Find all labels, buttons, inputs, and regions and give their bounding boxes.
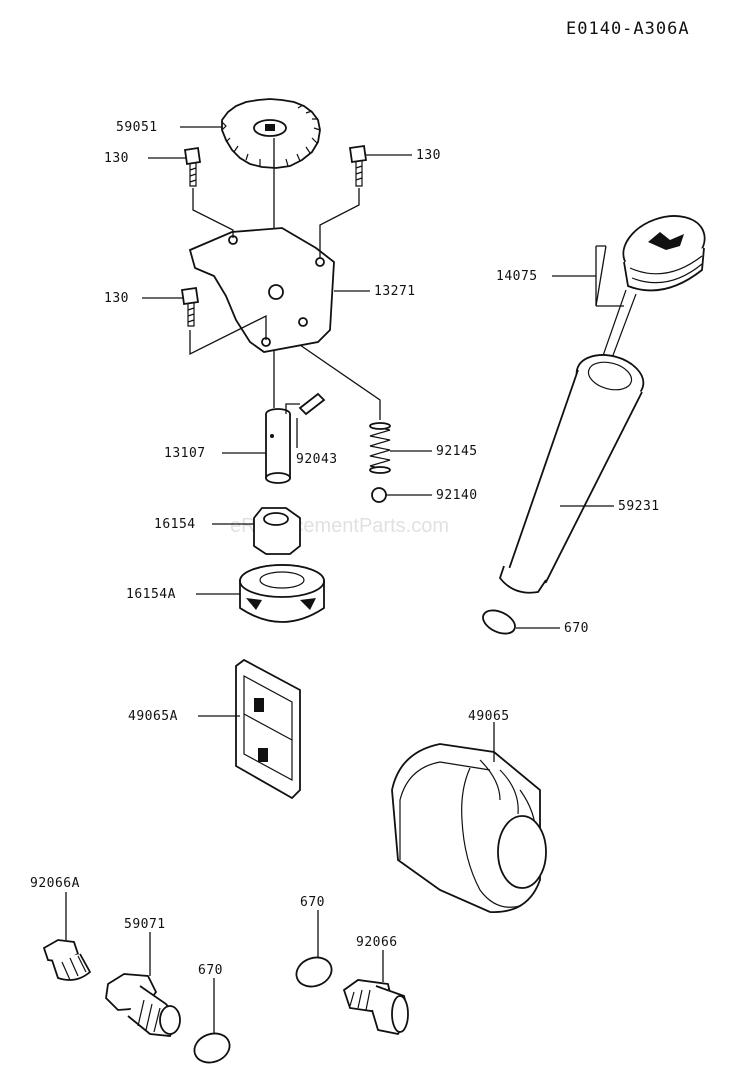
part-14075-dipstick[interactable] <box>597 205 713 375</box>
part-13271-plate[interactable] <box>188 227 335 353</box>
part-92066A-plug[interactable] <box>42 939 92 981</box>
part-92066-plug[interactable] <box>342 979 409 1036</box>
part-59051-gear[interactable] <box>221 98 321 169</box>
label-670-middle: 670 <box>300 895 325 910</box>
part-92140-ball[interactable] <box>371 487 387 503</box>
part-130-bolt-top-right[interactable] <box>348 144 368 187</box>
label-59071: 59071 <box>124 917 166 932</box>
part-59231-oil-tube[interactable] <box>498 348 649 594</box>
part-670-oring-bottom[interactable] <box>190 1029 233 1068</box>
part-49065-oil-filter[interactable] <box>391 743 547 913</box>
label-14075: 14075 <box>496 269 538 284</box>
diagram-code: E0140-A306A <box>566 19 690 39</box>
label-92145: 92145 <box>436 444 478 459</box>
part-13107-shaft[interactable] <box>265 408 291 484</box>
label-130-left: 130 <box>104 291 129 306</box>
part-16154-inner-rotor[interactable] <box>253 507 301 555</box>
part-92145-spring[interactable] <box>369 422 391 474</box>
part-92043-pin[interactable] <box>298 392 326 416</box>
label-59051: 59051 <box>116 120 158 135</box>
label-16154A: 16154A <box>126 587 176 602</box>
part-670-oring-middle[interactable] <box>292 953 335 992</box>
label-92140: 92140 <box>436 488 478 503</box>
label-49065: 49065 <box>468 709 510 724</box>
part-130-bolt-left[interactable] <box>180 286 200 327</box>
part-59071-fitting[interactable] <box>105 973 181 1037</box>
label-130-top-right: 130 <box>416 148 441 163</box>
label-49065A: 49065A <box>128 709 178 724</box>
label-16154: 16154 <box>154 517 196 532</box>
part-130-bolt-top-left[interactable] <box>183 146 202 187</box>
label-670-bottom: 670 <box>198 963 223 978</box>
label-92066: 92066 <box>356 935 398 950</box>
part-670-oring-right[interactable] <box>479 606 518 638</box>
label-59231: 59231 <box>618 499 660 514</box>
label-13107: 13107 <box>164 446 206 461</box>
part-16154A-outer-rotor[interactable] <box>239 564 325 623</box>
label-92043: 92043 <box>296 452 338 467</box>
label-130-top-left: 130 <box>104 151 129 166</box>
label-92066A: 92066A <box>30 876 80 891</box>
part-49065A-screen[interactable] <box>235 658 301 800</box>
label-13271: 13271 <box>374 284 416 299</box>
label-670-right: 670 <box>564 621 589 636</box>
